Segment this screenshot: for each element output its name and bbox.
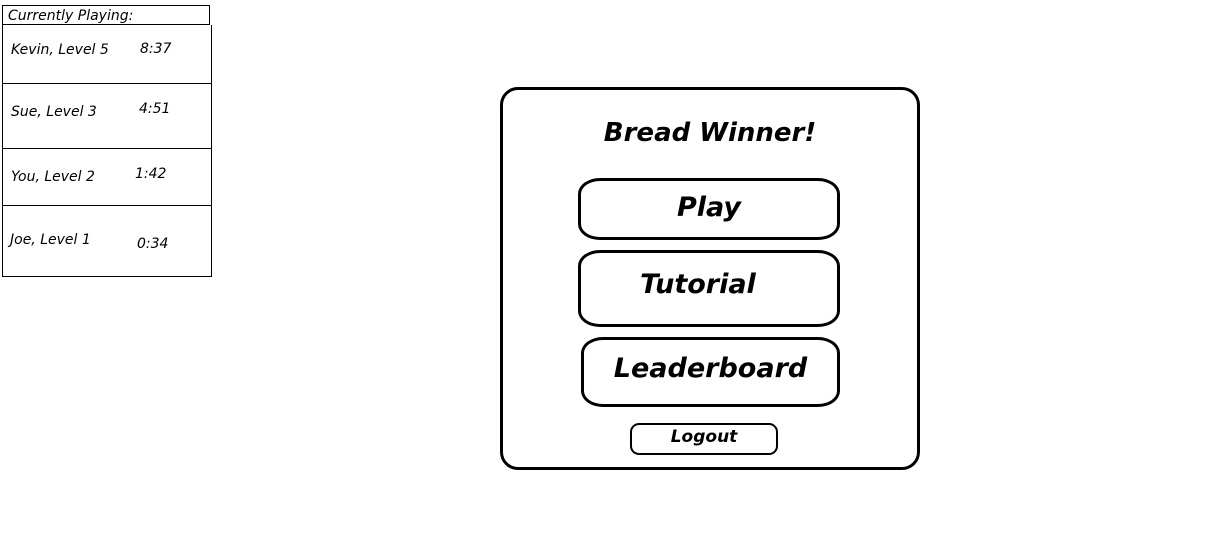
player-name: You, Level 2 — [11, 169, 95, 185]
leaderboard-button[interactable]: Leaderboard — [581, 337, 840, 407]
player-row: You, Level 2 1:42 — [2, 149, 212, 206]
currently-playing-header: Currently Playing: — [2, 5, 210, 25]
player-time: 0:34 — [137, 236, 169, 252]
player-name: Joe, Level 1 — [10, 232, 91, 248]
main-menu-card: Bread Winner! Play Tutorial Leaderboard … — [500, 87, 920, 470]
currently-playing-panel: Currently Playing: Kevin, Level 5 8:37 S… — [2, 5, 212, 277]
game-title: Bread Winner! — [603, 118, 817, 148]
logout-button[interactable]: Logout — [630, 423, 778, 455]
player-time: 8:37 — [140, 41, 172, 57]
play-button[interactable]: Play — [578, 178, 840, 240]
player-time: 4:51 — [139, 101, 171, 117]
player-name: Kevin, Level 5 — [11, 42, 109, 58]
player-row: Joe, Level 1 0:34 — [2, 206, 212, 277]
player-name: Sue, Level 3 — [11, 104, 97, 120]
player-row: Kevin, Level 5 8:37 — [2, 25, 212, 84]
player-row: Sue, Level 3 4:51 — [2, 84, 212, 149]
tutorial-button[interactable]: Tutorial — [578, 250, 840, 327]
player-time: 1:42 — [135, 166, 167, 182]
